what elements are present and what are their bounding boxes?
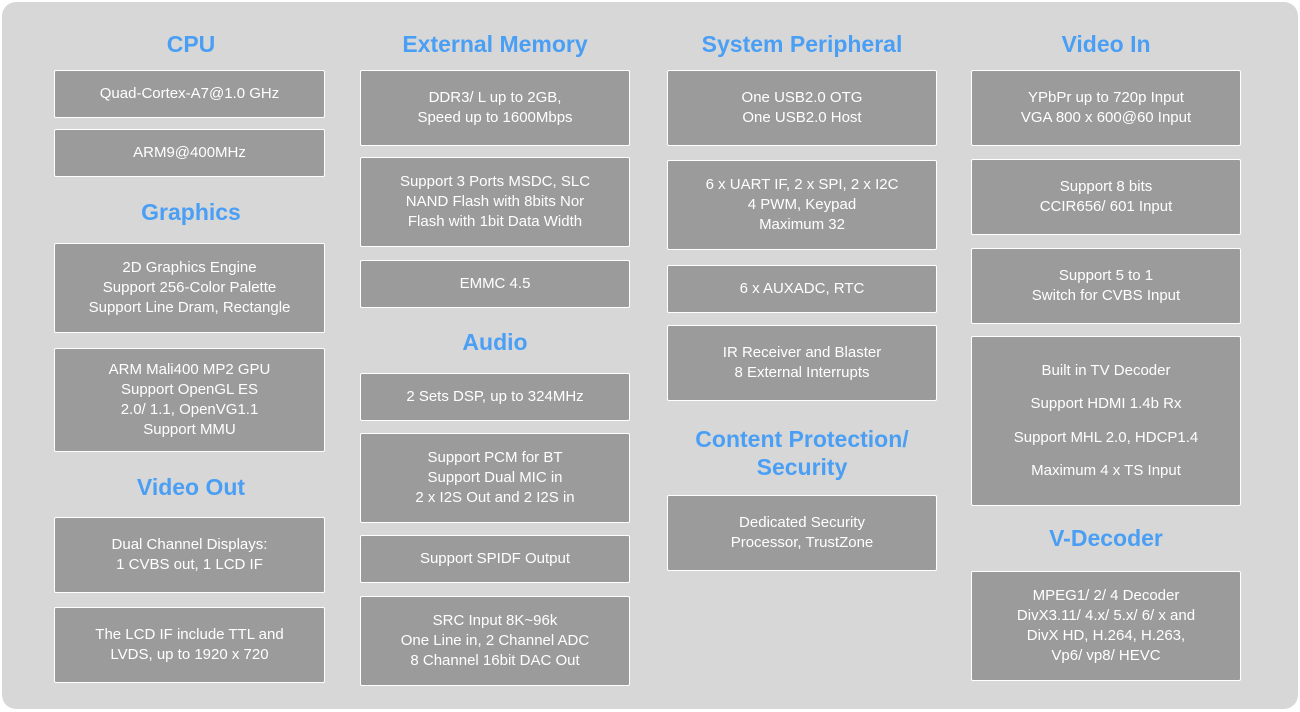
block-line: IR Receiver and Blaster	[722, 344, 882, 361]
graphics-block-1: 2D Graphics Engine Support 256-Color Pal…	[54, 243, 325, 333]
block-line: MPEG1/ 2/ 4 Decoder	[1032, 587, 1180, 604]
cpu-block-1: Quad-Cortex-A7@1.0 GHz	[54, 70, 325, 118]
block-line: 6 x UART IF, 2 x SPI, 2 x I2C	[705, 176, 899, 193]
block-line: Dual Channel Displays:	[111, 536, 268, 553]
audio-block-3: Support SPIDF Output	[360, 535, 630, 583]
block-line: DivX HD, H.264, H.263,	[1026, 627, 1186, 644]
block-line: Support OpenGL ES	[120, 381, 259, 398]
audio-block-1: 2 Sets DSP, up to 324MHz	[360, 373, 630, 421]
block-line: Maximum 4 x TS Input	[1031, 462, 1181, 480]
system-peripheral-block-1: One USB2.0 OTG One USB2.0 Host	[667, 70, 937, 146]
block-line: 2D Graphics Engine	[122, 259, 257, 276]
block-line: Processor, TrustZone	[730, 534, 874, 551]
video-in-title: Video In	[1061, 31, 1151, 57]
system-peripheral-title: System Peripheral	[701, 31, 903, 57]
video-in-block-1: YPbPr up to 720p Input VGA 800 x 600@60 …	[971, 70, 1241, 146]
system-peripheral-block-4: IR Receiver and Blaster 8 External Inter…	[667, 325, 937, 401]
system-peripheral-block-3: 6 x AUXADC, RTC	[667, 265, 937, 313]
block-line: Support 8 bits	[1059, 178, 1153, 195]
video-in-block-3: Support 5 to 1 Switch for CVBS Input	[971, 248, 1241, 324]
block-line: Support SPIDF Output	[419, 550, 571, 567]
audio-title: Audio	[462, 329, 528, 355]
content-protection-title: Content Protection/ Security	[667, 425, 937, 481]
block-line: One USB2.0 Host	[742, 109, 862, 126]
block-line: Maximum 32	[759, 216, 845, 233]
block-line: Support HDMI 1.4b Rx	[1030, 395, 1182, 413]
block-line: ARM Mali400 MP2 GPU	[108, 361, 271, 378]
external-memory-block-1: DDR3/ L up to 2GB, Speed up to 1600Mbps	[360, 70, 630, 146]
audio-block-2: Support PCM for BT Support Dual MIC in 2…	[360, 433, 630, 523]
v-decoder-title: V-Decoder	[1049, 525, 1163, 551]
block-line: Vp6/ vp8/ HEVC	[1051, 647, 1161, 664]
block-line: 8 Channel 16bit DAC Out	[410, 652, 580, 669]
block-line: Support PCM for BT	[427, 449, 563, 466]
block-line: Flash with 1bit Data Width	[407, 213, 583, 230]
block-line: 4 PWM, Keypad	[747, 196, 857, 213]
block-line: Quad-Cortex-A7@1.0 GHz	[99, 85, 280, 102]
block-line: Support 3 Ports MSDC, SLC	[399, 173, 591, 190]
block-line: One Line in, 2 Channel ADC	[400, 632, 590, 649]
system-peripheral-block-2: 6 x UART IF, 2 x SPI, 2 x I2C 4 PWM, Key…	[667, 160, 937, 250]
video-out-title: Video Out	[136, 474, 246, 500]
block-line: CCIR656/ 601 Input	[1039, 198, 1173, 215]
content-protection-title-line-1: Content Protection/	[695, 426, 909, 452]
graphics-title: Graphics	[141, 199, 241, 225]
block-line: Built in TV Decoder	[1041, 361, 1171, 379]
block-line: Support MMU	[143, 421, 236, 438]
video-out-block-2: The LCD IF include TTL and LVDS, up to 1…	[54, 607, 325, 683]
block-line: Support Line Dram, Rectangle	[88, 299, 291, 316]
cpu-block-2: ARM9@400MHz	[54, 129, 325, 177]
block-line: 2.0/ 1.1, OpenVG1.1	[120, 401, 259, 418]
block-line: ARM9@400MHz	[133, 144, 246, 161]
v-decoder-block-1: MPEG1/ 2/ 4 Decoder DivX3.11/ 4.x/ 5.x/ …	[971, 571, 1241, 681]
video-in-block-4: Built in TV Decoder Support HDMI 1.4b Rx…	[971, 336, 1241, 506]
block-line: LVDS, up to 1920 x 720	[110, 646, 269, 663]
cpu-title: CPU	[166, 31, 216, 57]
external-memory-title: External Memory	[402, 31, 588, 57]
block-line: YPbPr up to 720p Input	[1028, 89, 1184, 106]
block-line: Support 256-Color Palette	[102, 279, 277, 296]
block-line: NAND Flash with 8bits Nor	[405, 193, 585, 210]
block-line: 6 x AUXADC, RTC	[739, 280, 865, 297]
block-line: Speed up to 1600Mbps	[417, 109, 573, 126]
block-line: Support Dual MIC in	[427, 469, 563, 486]
block-line: The LCD IF include TTL and	[95, 626, 284, 643]
block-line: Dedicated Security	[739, 514, 865, 531]
content-protection-title-line-2: Security	[756, 454, 848, 480]
external-memory-block-2: Support 3 Ports MSDC, SLC NAND Flash wit…	[360, 157, 630, 247]
block-line: DivX3.11/ 4.x/ 5.x/ 6/ x and	[1016, 607, 1196, 624]
external-memory-block-3: EMMC 4.5	[360, 260, 630, 308]
block-line: Switch for CVBS Input	[1031, 287, 1181, 304]
audio-block-4: SRC Input 8K~96k One Line in, 2 Channel …	[360, 596, 630, 686]
graphics-block-2: ARM Mali400 MP2 GPU Support OpenGL ES 2.…	[54, 348, 325, 452]
block-line: Support MHL 2.0, HDCP1.4	[1013, 428, 1199, 446]
block-line: 8 External Interrupts	[734, 364, 870, 381]
block-line: Support 5 to 1	[1058, 267, 1154, 284]
block-line: 2 Sets DSP, up to 324MHz	[406, 388, 584, 405]
block-line: 1 CVBS out, 1 LCD IF	[116, 556, 263, 573]
block-line: 2 x I2S Out and 2 I2S in	[415, 489, 575, 506]
block-line: EMMC 4.5	[459, 275, 531, 292]
block-line: VGA 800 x 600@60 Input	[1020, 109, 1192, 126]
block-line: One USB2.0 OTG	[741, 89, 863, 106]
video-out-block-1: Dual Channel Displays: 1 CVBS out, 1 LCD…	[54, 517, 325, 593]
content-protection-block-1: Dedicated Security Processor, TrustZone	[667, 495, 937, 571]
video-in-block-2: Support 8 bits CCIR656/ 601 Input	[971, 159, 1241, 235]
block-line: SRC Input 8K~96k	[432, 612, 558, 629]
block-line: DDR3/ L up to 2GB,	[428, 89, 562, 106]
